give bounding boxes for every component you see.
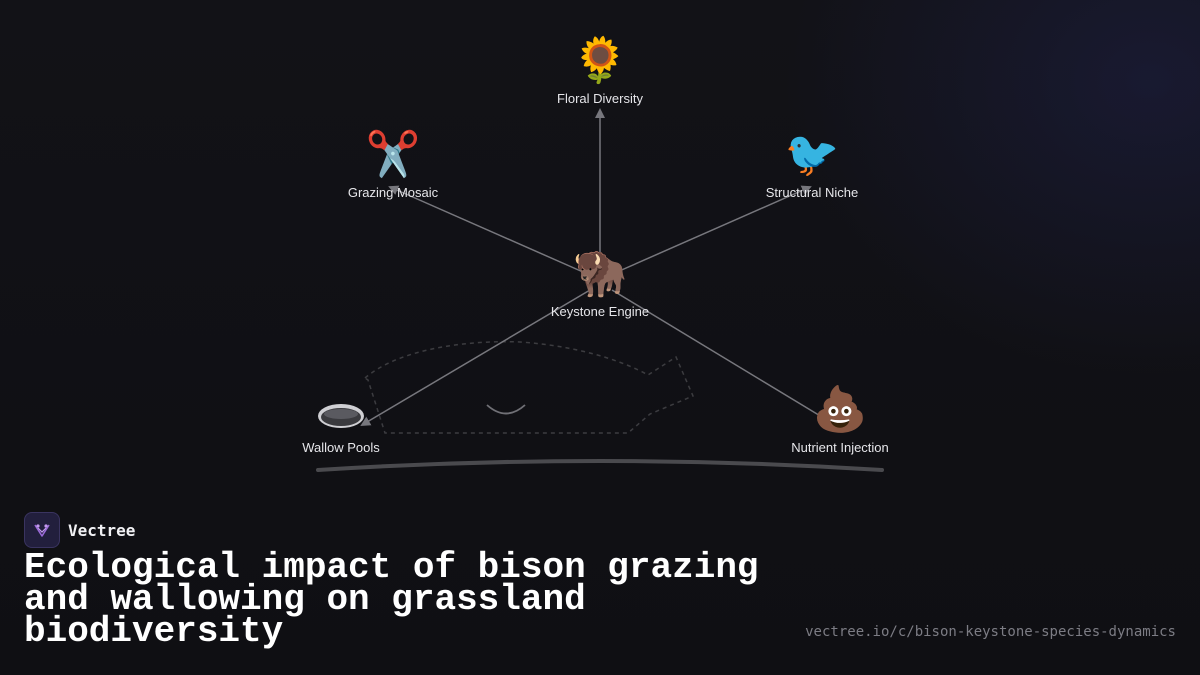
node-keystone-engine: 🦬 Keystone Engine [500,248,700,319]
node-label: Grazing Mosaic [347,185,439,200]
node-label: Nutrient Injection [791,440,889,455]
node-grazing-mosaic: ✂️ Grazing Mosaic [293,129,493,200]
node-floral-diversity: 🌻 Floral Diversity [500,35,700,106]
brand: Vectree [24,512,135,548]
node-label: Wallow Pools [302,440,380,455]
ground-line [316,459,884,472]
page-title: Ecological impact of bison grazing and w… [24,547,759,652]
node-label: Structural Niche [765,185,859,200]
dung-icon: 💩 [812,384,868,435]
node-label: Floral Diversity [557,91,643,106]
bird-icon: 🐦 [784,129,840,180]
arrow-to-grazing-mosaic [388,185,584,273]
arrow-to-wallow-pools [360,289,591,427]
node-wallow-pools: Wallow Pools [241,384,441,455]
node-nutrient-injection: 💩 Nutrient Injection [740,384,940,455]
diagram-canvas [316,108,884,472]
node-structural-niche: 🐦 Structural Niche [712,129,912,200]
sunflower-icon: 🌻 [572,35,628,86]
keystone-diagram: 🦬 Keystone Engine 🌻 Floral Diversity ✂️ … [241,35,940,472]
bison-silhouette-mouth [486,404,526,415]
node-label: Keystone Engine [550,304,650,319]
bison-silhouette-outline [363,340,694,434]
scissors-icon: ✂️ [365,129,421,180]
arrow-to-nutrient-injection [611,289,823,418]
brand-name: Vectree [68,520,136,540]
bison-icon: 🦬 [572,248,628,299]
vectree-logo-icon [24,512,60,548]
arrow-to-structural-niche [616,185,812,273]
source-url: vectree.io/c/bison-keystone-species-dyna… [805,624,1176,640]
wallow-pool-icon [315,384,367,436]
